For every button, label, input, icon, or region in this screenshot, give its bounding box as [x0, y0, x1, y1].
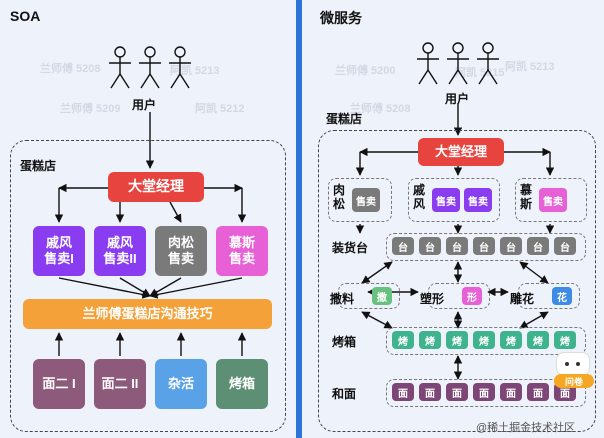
micro-row-label: 装货台 [332, 241, 369, 255]
micro-row-cell: 台 [527, 237, 549, 255]
soa-seller-box: 肉松 售卖 [155, 226, 207, 276]
micro-shop-boundary [318, 130, 596, 432]
micro-station-tag: 花 [552, 287, 572, 305]
micro-row-group [386, 379, 586, 407]
micro-station-tag: 撒 [372, 287, 392, 305]
footer-watermark: @稀土掘金技术社区 [476, 422, 576, 434]
micro-row-cell: 面 [392, 383, 414, 401]
micro-shop-label: 蛋糕店 [326, 112, 363, 126]
micro-station-name: 塑形 [420, 292, 445, 306]
user-person-icon [417, 42, 439, 85]
micro-row-cell: 台 [500, 237, 522, 255]
panel-divider [296, 0, 302, 438]
watermark-text: 兰师傅 5200 [335, 65, 396, 77]
soa-shop-label: 蛋糕店 [20, 159, 57, 173]
micro-row-cell: 面 [500, 383, 522, 401]
user-person-icon [447, 42, 469, 85]
micro-user-label: 用户 [445, 92, 470, 106]
micro-station-name: 撒料 [330, 292, 355, 306]
seller-to-bus-arrow [58, 277, 151, 299]
bidirectional-arrow [519, 261, 549, 284]
micro-row-cell: 烤 [446, 331, 468, 349]
seller-to-bus-arrow [149, 277, 243, 299]
soa-seller-box: 戚风 售卖II [94, 226, 146, 276]
micro-row-cell: 烤 [554, 331, 576, 349]
soa-worker-box: 面二 I [33, 359, 85, 409]
user-person-icon [139, 46, 161, 89]
bidirectional-arrow [361, 261, 393, 284]
user-person-icon [477, 42, 499, 85]
micro-product-name: 慕 斯 [520, 183, 533, 212]
micro-row-label: 烤箱 [332, 335, 357, 349]
watermark-text: 阿凯 5213 [505, 61, 555, 73]
micro-product-group [328, 178, 392, 222]
micro-station-name: 雕花 [510, 292, 535, 306]
soa-worker-box: 面二 II [94, 359, 146, 409]
micro-row-group [386, 233, 586, 261]
watermark-text: 兰师傅 5209 [60, 103, 121, 115]
micro-row-cell: 烤 [527, 331, 549, 349]
user-person-icon [109, 46, 131, 89]
watermark-text: 阿凯 5212 [195, 103, 245, 115]
micro-product-group [515, 178, 587, 222]
micro-row-cell: 烤 [392, 331, 414, 349]
micro-row-cell: 烤 [500, 331, 522, 349]
micro-sell-tag: 售卖 [539, 188, 567, 212]
user-person-icon [169, 46, 191, 89]
soa-title: SOA [10, 8, 41, 24]
micro-row-cell: 台 [419, 237, 441, 255]
micro-row-cell: 台 [446, 237, 468, 255]
micro-title: 微服务 [320, 10, 362, 26]
micro-row-cell: 烤 [419, 331, 441, 349]
watermark-text: 阿凯 5213 [170, 65, 220, 77]
micro-row-label: 和面 [332, 387, 357, 401]
micro-sell-tag: 售卖 [352, 188, 380, 212]
soa-seller-box: 戚风 售卖I [33, 226, 85, 276]
watermark-text: 兰师傅 5208 [350, 103, 411, 115]
micro-station-group [428, 283, 490, 309]
micro-row-cell: 面 [419, 383, 441, 401]
micro-sell-tag: 售卖 [464, 188, 492, 212]
micro-row-cell: 烤 [473, 331, 495, 349]
watermark-text: 兰师傅 5208 [40, 63, 101, 75]
microservice-panel [302, 0, 604, 438]
soa-worker-box: 烤箱 [216, 359, 268, 409]
soa-worker-box: 杂活 [155, 359, 207, 409]
micro-station-tag: 形 [462, 287, 482, 305]
soa-shop-boundary [10, 140, 286, 432]
seller-to-bus-arrow [119, 277, 151, 297]
manager-to-seller-arrow [169, 201, 182, 223]
micro-row-group [386, 327, 586, 355]
survey-label: 问卷 [554, 374, 594, 388]
micro-station-group [518, 283, 580, 309]
robot-icon [556, 352, 590, 376]
bidirectional-arrow [519, 311, 549, 329]
soa-user-label: 用户 [132, 98, 157, 112]
micro-sell-tag: 售卖 [432, 188, 460, 212]
soa-seller-box: 慕斯 售卖 [216, 226, 268, 276]
micro-row-cell: 台 [392, 237, 414, 255]
micro-row-cell: 台 [473, 237, 495, 255]
micro-product-name: 肉 松 [333, 183, 346, 212]
micro-manager-box: 大堂经理 [418, 138, 504, 166]
micro-row-cell: 面 [473, 383, 495, 401]
soa-manager-box: 大堂经理 [108, 172, 204, 202]
micro-row-cell: 台 [554, 237, 576, 255]
micro-product-group [408, 178, 500, 222]
soa-bus-box: 兰师傅蛋糕店沟通技巧 [23, 299, 272, 329]
micro-product-name: 戚 风 [413, 183, 426, 212]
micro-station-group [338, 283, 400, 309]
bidirectional-arrow [361, 311, 393, 329]
micro-row-cell: 面 [527, 383, 549, 401]
micro-row-cell: 面 [446, 383, 468, 401]
